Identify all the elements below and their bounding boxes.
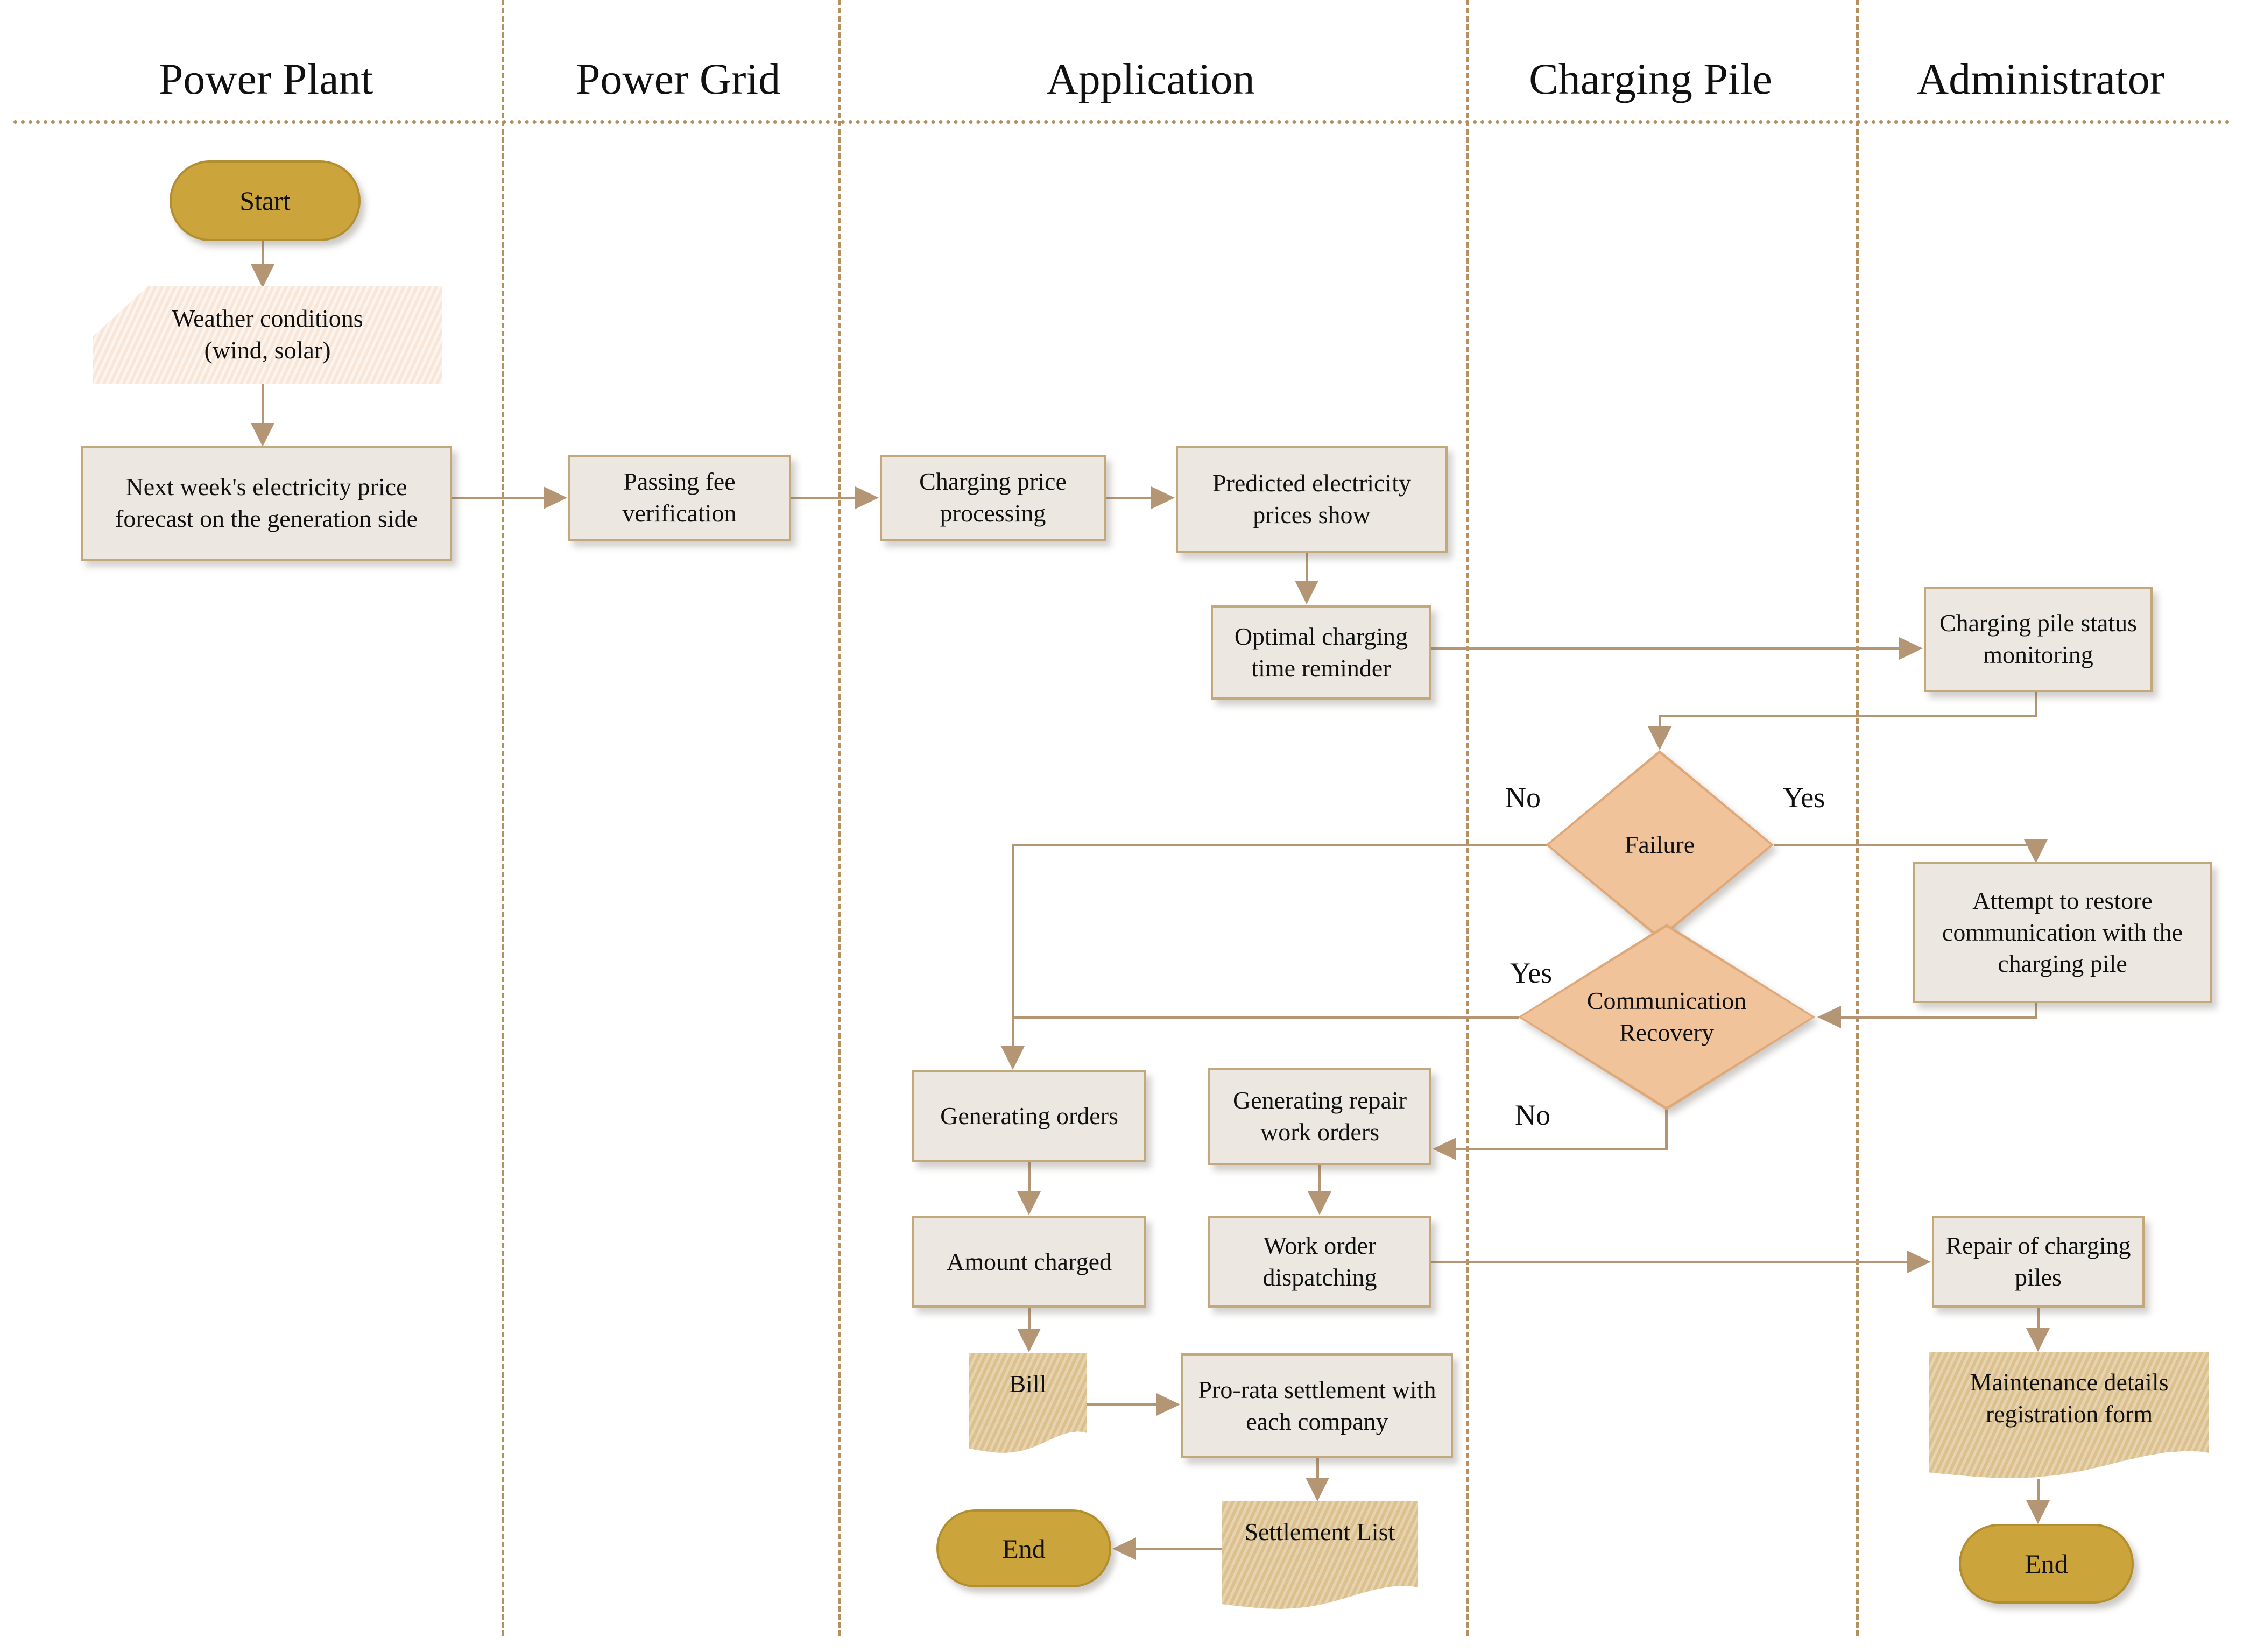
document-bill: Bill	[969, 1353, 1087, 1453]
connector	[2035, 1003, 2037, 1018]
arrowhead	[1899, 637, 1923, 660]
document-maintenance-form: Maintenance details registration form	[1929, 1352, 2209, 1478]
connector	[1028, 1308, 1031, 1330]
edge-label-comm-no: No	[1515, 1099, 1550, 1131]
arrowhead	[1433, 1138, 1456, 1160]
lane-title-application: Application	[1046, 54, 1255, 103]
connector	[452, 497, 545, 499]
lane-title-administrator: Administrator	[1916, 54, 2165, 103]
arrowhead	[1112, 1537, 1136, 1560]
connector	[1135, 1548, 1223, 1550]
arrowhead	[1295, 581, 1318, 604]
lane-divider-4	[1856, 0, 1859, 1636]
process-pro-rata: Pro-rata settlement with each company	[1181, 1353, 1453, 1458]
end-terminal-application: End	[936, 1509, 1111, 1587]
lane-divider-3	[1466, 0, 1469, 1636]
lane-divider-1	[502, 0, 504, 1636]
connector	[1106, 497, 1153, 499]
process-status-monitoring: Charging pile status monitoring	[1924, 587, 2153, 692]
connector	[1087, 1403, 1158, 1406]
arrowhead	[1907, 1251, 1931, 1273]
connector	[1665, 1109, 1668, 1150]
weather-data-node: Weather conditions (wind, solar)	[93, 286, 442, 384]
decision-failure: Failure	[1546, 750, 1774, 940]
connector	[791, 497, 857, 499]
connector	[1774, 844, 2038, 846]
weather-line1: Weather conditions	[172, 305, 363, 333]
connector	[1431, 1261, 1909, 1263]
connector	[1012, 844, 1014, 1048]
connector	[1028, 1162, 1031, 1194]
connector	[2035, 692, 2037, 717]
connector	[1659, 715, 2037, 717]
edge-label-comm-yes: Yes	[1510, 957, 1553, 989]
connector	[1012, 1016, 1519, 1019]
process-generating-orders: Generating orders	[912, 1070, 1146, 1162]
connector	[1431, 647, 1901, 650]
lane-title-charging-pile: Charging Pile	[1529, 54, 1772, 103]
document-settlement-list: Settlement List	[1222, 1501, 1418, 1609]
connector	[2037, 1479, 2040, 1502]
connector	[1830, 1016, 2037, 1019]
process-next-week-forecast: Next week's electricity price forecast o…	[81, 446, 452, 561]
arrowhead	[2026, 1328, 2050, 1352]
process-work-order-dispatch: Work order dispatching	[1208, 1216, 1431, 1308]
arrowhead	[251, 423, 274, 447]
lane-divider-2	[838, 0, 841, 1636]
weather-line2: (wind, solar)	[204, 336, 331, 364]
lane-title-power-plant: Power Plant	[158, 54, 373, 103]
arrowhead	[855, 486, 879, 509]
process-attempt-restore: Attempt to restore communication with th…	[1913, 862, 2212, 1003]
connector	[1012, 844, 1547, 846]
connector	[2037, 1308, 2040, 1330]
arrowhead	[1308, 1191, 1331, 1215]
process-generating-repair: Generating repair work orders	[1208, 1068, 1431, 1165]
arrowhead	[2024, 839, 2048, 863]
edge-label-failure-no: No	[1505, 781, 1541, 814]
process-repair-piles: Repair of charging piles	[1932, 1216, 2145, 1308]
connector	[1455, 1148, 1668, 1150]
arrowhead	[1001, 1046, 1025, 1070]
arrowhead	[2026, 1500, 2050, 1524]
connector	[262, 241, 264, 267]
connector	[1306, 553, 1308, 581]
decision-failure-label: Failure	[1624, 830, 1695, 858]
process-optimal-reminder: Optimal charging time reminder	[1211, 605, 1431, 700]
connector	[1659, 715, 1661, 729]
header-divider	[13, 120, 2231, 124]
arrowhead	[1156, 1393, 1180, 1416]
process-predicted-prices: Predicted electricity prices show	[1176, 446, 1448, 553]
start-terminal: Start	[170, 160, 361, 241]
connector	[1316, 1458, 1319, 1479]
lane-title-power-grid: Power Grid	[575, 54, 781, 103]
arrowhead	[251, 264, 274, 288]
arrowhead	[544, 486, 567, 509]
arrowhead	[1151, 486, 1175, 509]
arrowhead	[1017, 1329, 1041, 1352]
decision-comm-recovery-label: Communication Recovery	[1586, 987, 1747, 1046]
arrowhead	[1817, 1006, 1841, 1028]
process-amount-charged: Amount charged	[912, 1216, 1146, 1308]
arrowhead	[1017, 1191, 1041, 1215]
arrowhead	[1306, 1478, 1329, 1501]
connector	[1318, 1165, 1321, 1194]
process-passing-fee: Passing fee verification	[568, 455, 791, 541]
arrowhead	[1648, 726, 1671, 750]
decision-comm-recovery: Communication Recovery	[1518, 924, 1815, 1110]
edge-label-failure-yes: Yes	[1782, 781, 1825, 814]
end-terminal-administrator: End	[1959, 1524, 2134, 1604]
connector	[262, 384, 264, 423]
process-charging-price: Charging price processing	[880, 455, 1106, 541]
